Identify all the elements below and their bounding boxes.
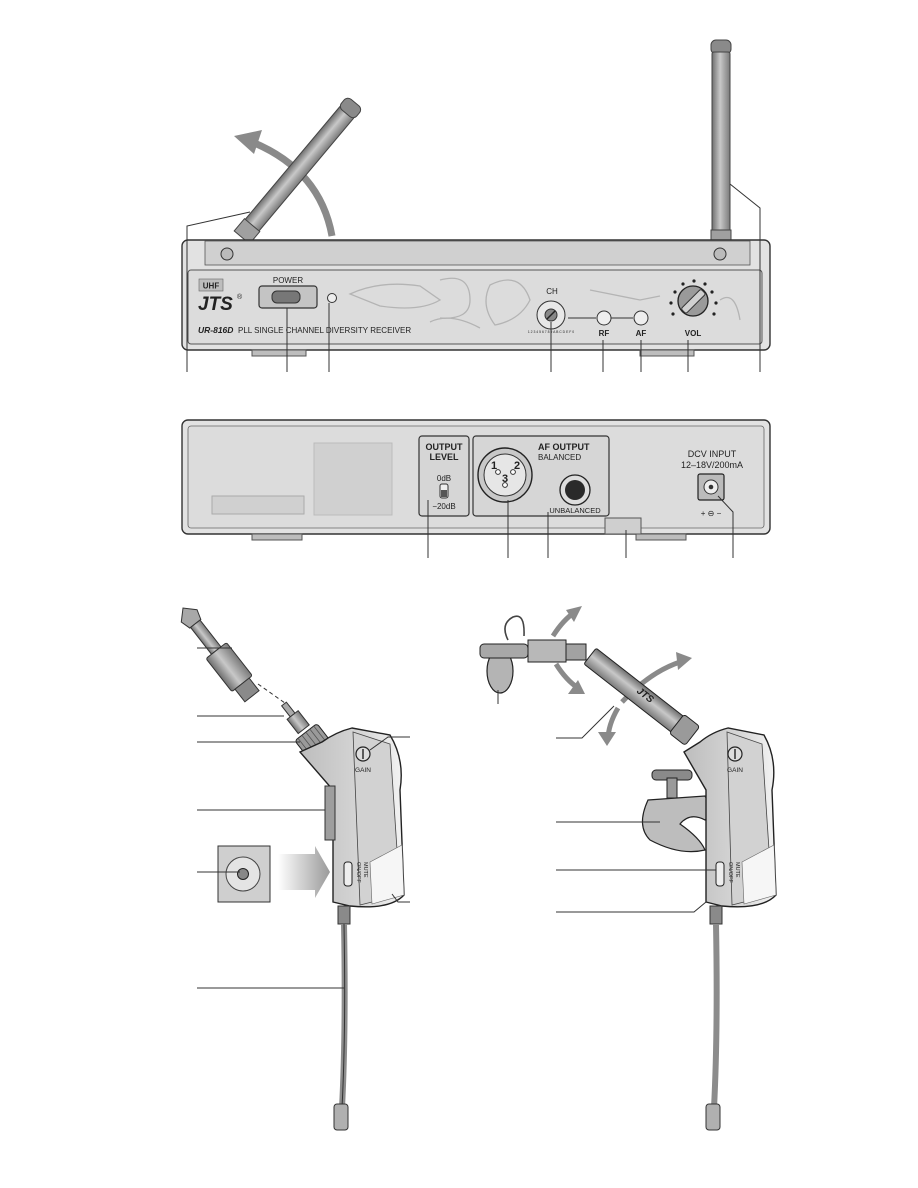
inset-arrow-icon (278, 846, 330, 898)
front-callouts (186, 183, 761, 372)
rear-receiver: OUTPUT LEVEL 0dB −20dB AF OUTPUT BALANCE… (181, 419, 771, 558)
arrow-downleft-icon (598, 732, 616, 746)
power-label: POWER (273, 276, 303, 285)
rotate-arrowhead-icon (234, 130, 262, 154)
output-level-box (418, 435, 470, 517)
right-tx-callouts (497, 690, 716, 913)
dc-polarity: + ⊖ − (701, 509, 722, 518)
dc-input-line1: DCV INPUT (688, 449, 737, 459)
switch-label-left-2: MUTE (362, 862, 368, 878)
right-antenna (710, 39, 732, 247)
arrow-up-icon (566, 606, 582, 622)
dc-input-line2: 12–18V/200mA (681, 460, 743, 470)
channel-dial-inset[interactable] (237, 868, 249, 880)
switch-label-right-1: ON/OFF (727, 862, 733, 883)
left-tx-callouts (197, 647, 410, 989)
channel-label: CH (546, 287, 558, 296)
model-description: PLL SINGLE CHANNEL DIVERSITY RECEIVER (238, 326, 411, 335)
arrow-down-icon (568, 680, 585, 694)
power-mute-switch-left[interactable] (343, 861, 353, 887)
power-led (327, 293, 337, 303)
gain-label-right: GAIN (727, 767, 743, 774)
af-led (633, 310, 649, 326)
gain-label-left: GAIN (355, 767, 371, 774)
guitar-transmitter: GAIN ON/OFF MUTE (180, 607, 410, 1131)
af-output-subtitle: BALANCED (538, 453, 581, 462)
switch-label-left-1: ON/OFF (355, 862, 361, 883)
front-receiver: UHF JTS ® UR-816D PLL SINGLE CHANNEL DIV… (181, 39, 771, 372)
rf-led (596, 310, 612, 326)
rotate-arrow-icon (250, 138, 336, 237)
rear-callouts (427, 495, 734, 558)
volume-dots (669, 279, 718, 316)
xlr-pin2: 2 (514, 460, 520, 472)
unbalanced-label: UNBALANCED (549, 506, 601, 515)
arrow-right-icon (676, 652, 692, 670)
brand-logo: JTS (198, 294, 233, 315)
output-level-title-2: LEVEL (429, 452, 459, 462)
xlr-pin3: 3 (502, 473, 508, 485)
vol-label: VOL (685, 329, 702, 338)
left-antenna (233, 97, 362, 245)
registered-mark: ® (237, 293, 243, 301)
power-mute-switch-right[interactable] (715, 861, 725, 887)
af-label: AF (636, 329, 647, 338)
af-output-title: AF OUTPUT (538, 442, 590, 452)
level-0db-label: 0dB (437, 474, 451, 483)
band-label: UHF (203, 282, 220, 291)
front-faceplate (187, 269, 763, 345)
instrument-mic-transmitter: JTS GAIN ON/OFF MUTE (479, 606, 777, 1131)
clamp-jaw (641, 795, 716, 853)
decorative-instruments (348, 277, 741, 329)
model-name: UR-816D (198, 325, 233, 335)
level-minus20db-label: −20dB (432, 502, 455, 511)
output-level-title-1: OUTPUT (426, 442, 464, 452)
rf-label: RF (599, 329, 610, 338)
switch-label-right-2: MUTE (734, 862, 740, 878)
xlr-pin1: 1 (491, 460, 497, 472)
